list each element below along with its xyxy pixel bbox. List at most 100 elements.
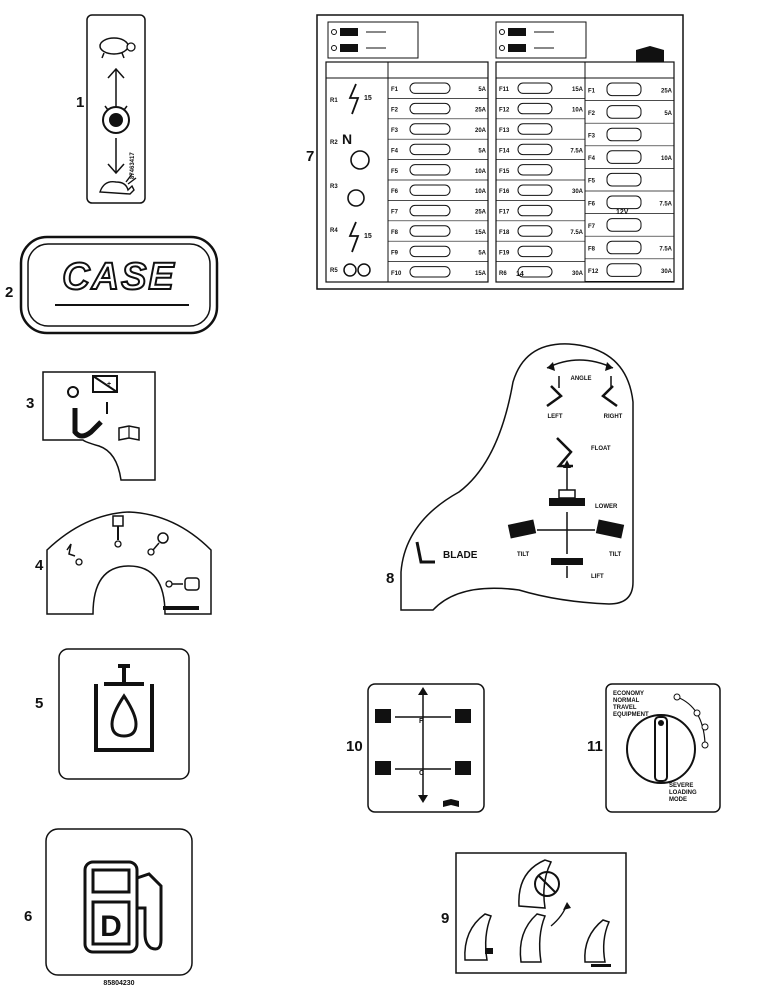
bucket-icon (455, 709, 471, 723)
arrow-down-icon (107, 138, 125, 175)
starter-icon (165, 577, 200, 591)
c-label: C (419, 770, 424, 777)
fuse-amp: 7.5A (570, 230, 583, 236)
manual-book-icon (636, 46, 664, 66)
fuse-symbol-icon (409, 82, 451, 94)
neutral-label: N (342, 131, 352, 147)
tilt-left-label: TILT (517, 552, 530, 558)
manual-book-icon (118, 425, 140, 441)
fuse-amp: 30A (572, 189, 584, 195)
mode-bottom-line-3: MODE (669, 797, 687, 803)
fuse-id: F18 (499, 230, 510, 236)
fuse-amp: 7.5A (570, 148, 583, 154)
fuse-row: F14 7.5A (496, 143, 585, 160)
decal-diesel-fuel: D 85804230 (45, 828, 193, 987)
decal-case-logo: CASE (19, 235, 219, 335)
fuse-symbol-icon (517, 82, 553, 94)
decal-power-mode-selector: ECONOMY NORMAL TRAVEL EQUIPMENT SEVERE L… (605, 683, 721, 813)
lift-label: LIFT (591, 574, 604, 580)
fuse-amp: 30A (661, 269, 673, 275)
callout-6: 6 (24, 908, 33, 925)
sun-gear-icon (350, 150, 370, 170)
fuse-amp: 15A (572, 87, 584, 93)
fuse-symbol-icon (606, 150, 642, 164)
decal-loader-control: F C (367, 683, 485, 813)
fuse-amp: 25A (475, 210, 487, 216)
fuse-symbol-icon (409, 204, 451, 217)
fuse-row: F13 (496, 123, 585, 140)
fuse-symbol-icon (409, 102, 451, 115)
fuse-id: F5 (588, 179, 596, 185)
fuse-symbol-icon (409, 266, 451, 278)
fuse-symbol-icon (606, 218, 642, 232)
rotary-knob-icon (626, 714, 696, 784)
part-number-6: 85804230 (103, 980, 134, 987)
decal-blade-angle-warning (455, 852, 627, 974)
callout-11: 11 (587, 738, 603, 755)
fuse-id: F3 (588, 134, 596, 140)
fuse-symbol-icon (517, 184, 553, 196)
fuse-symbol-icon (409, 184, 451, 196)
fuse-id: F6 (588, 201, 596, 207)
fuse-amp: 15A (475, 271, 487, 277)
fuse-id: F8 (588, 247, 596, 253)
lightning-icon (348, 221, 360, 253)
starter-relay-icon (343, 263, 371, 277)
mode-top-line-1: ECONOMY (613, 691, 644, 697)
blade-lower-icon (549, 489, 585, 506)
callout-7: 7 (306, 148, 315, 165)
decal-speed-selector: 87463417 (86, 14, 146, 204)
fuse-amp: 5A (664, 111, 672, 117)
rabbit-icon (99, 173, 137, 195)
fuse-id: F11 (499, 87, 510, 93)
callout-10: 10 (346, 738, 363, 755)
fuse-id: F17 (499, 210, 510, 216)
fuse-symbol-icon (517, 102, 553, 115)
fuse-symbol-icon (606, 195, 642, 210)
fuse-symbol-icon (409, 245, 451, 258)
relay-label: R2 (330, 140, 338, 146)
fuse-symbol-icon (409, 164, 451, 176)
blade-label: BLADE (443, 550, 478, 561)
fuse-amp: 10A (475, 169, 487, 175)
fuse-id: F7 (391, 210, 399, 216)
engine-preheat-icon (112, 515, 124, 548)
callout-5: 5 (35, 695, 44, 712)
fuse-symbol-icon (606, 263, 642, 277)
fuse-id: F2 (391, 108, 399, 114)
fuse-amp: 10A (475, 189, 487, 195)
off-symbol-icon (67, 386, 79, 398)
fuse-amp: 7.5A (659, 201, 672, 207)
fuse-id: F14 (499, 148, 510, 154)
tilt-right-label: TILT (609, 552, 622, 558)
relay-label: R1 (330, 98, 338, 104)
callout-3: 3 (26, 395, 35, 412)
fuse-header-right (495, 21, 587, 59)
mode-top-line-4: EQUIPMENT (613, 712, 649, 718)
prohibited-icon (518, 859, 560, 909)
decal-blade-control: ANGLE LEFT RIGHT FLOAT LOWER TILT TILT L… (400, 343, 634, 611)
fuse-symbol-icon (517, 204, 553, 217)
fuse-row: F15 (496, 164, 585, 181)
fuse-symbol-icon (517, 266, 553, 278)
fuse-id: F6 (391, 189, 399, 195)
blade-tilt-right-icon (595, 519, 625, 539)
fuse-amp: 10A (572, 108, 584, 114)
right-label: RIGHT (604, 414, 623, 420)
fuel-pump-icon: D (83, 860, 163, 954)
relay-label: R5 (330, 268, 338, 274)
lower-label: LOWER (595, 504, 618, 510)
fuse-id: F16 (499, 189, 510, 195)
callout-8: 8 (386, 570, 395, 587)
fuse-symbol-icon (517, 225, 553, 237)
battery-crossed-icon: + (92, 375, 118, 393)
fuse-amp: 15A (475, 230, 487, 236)
